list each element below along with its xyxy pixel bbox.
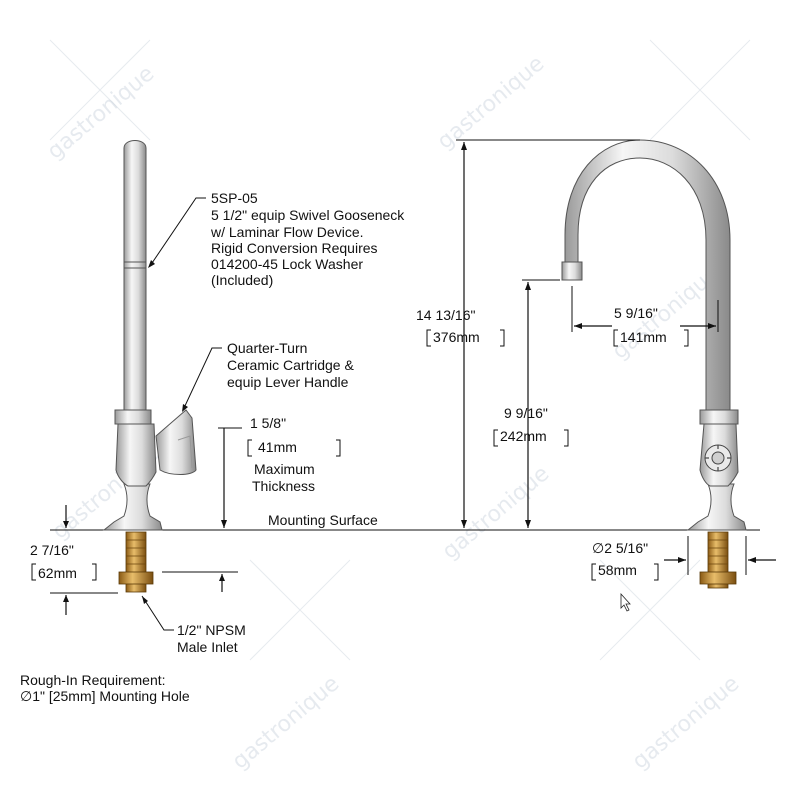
swivel-nut [699, 409, 739, 425]
rough-in-title: Rough-In Requirement: [20, 672, 166, 688]
watermark-text: gastronique [228, 671, 344, 774]
callout-gooseneck: 5SP-05 5 1/2" equip Swivel Gooseneck w/ … [148, 190, 405, 288]
callout-line: 5 1/2" equip Swivel Gooseneck [211, 207, 405, 223]
dim-shank: 2 7/16" 62mm [30, 505, 238, 615]
dim-value-mm: 242mm [500, 428, 547, 444]
dim-value-mm: 62mm [38, 565, 77, 581]
dim-value-in: 2 7/16" [30, 542, 74, 558]
faucet-side-view [102, 140, 197, 593]
dim-overall-height: 14 13/16" 376mm [416, 139, 640, 528]
rough-in-note: Rough-In Requirement: ∅1" [25mm] Mountin… [20, 672, 190, 704]
callout-line: 014200-45 Lock Washer [211, 256, 363, 272]
faucet-front-view [561, 139, 747, 589]
dim-value-in: 1 5/8" [250, 415, 286, 431]
lever-handle [155, 409, 197, 475]
laminar-outlet [561, 261, 583, 281]
callout-line: Quarter-Turn [227, 340, 307, 356]
dim-value-mm: 376mm [433, 329, 480, 345]
dim-base-diameter: ∅2 5/16" 58mm [591, 536, 776, 581]
dim-max-thickness: 1 5/8" 41mm Maximum Thickness [218, 415, 341, 528]
callout-inlet: 1/2" NPSM Male Inlet [141, 595, 246, 655]
dim-value-in: 5 9/16" [614, 305, 658, 321]
valve-body [115, 423, 157, 487]
base-flange [686, 483, 747, 531]
cartridge-handle-face [704, 444, 732, 472]
gooseneck-spout [564, 139, 731, 411]
callout-line: Ceramic Cartridge & [227, 357, 354, 373]
dim-value-in: 14 13/16" [416, 307, 475, 323]
dim-spout-reach: 5 9/16" 141mm [571, 286, 719, 347]
dim-value-in: ∅2 5/16" [592, 540, 648, 556]
dim-value-mm: 41mm [258, 439, 297, 455]
callout-line: (Included) [211, 272, 273, 288]
dim-value-mm: 141mm [620, 329, 667, 345]
callout-line: equip Lever Handle [227, 374, 349, 390]
swivel-nut [114, 409, 152, 425]
gooseneck-riser [123, 140, 147, 411]
lock-nut [699, 571, 737, 585]
mouse-cursor-icon [620, 592, 631, 612]
watermark-text: gastronique [628, 671, 744, 774]
lock-nut [118, 571, 154, 585]
base-flange [102, 483, 163, 531]
max-thickness-label-1: Maximum [254, 461, 315, 477]
mounting-surface-label: Mounting Surface [268, 512, 378, 528]
dim-value-in: 9 9/16" [504, 405, 548, 421]
callout-cartridge: Quarter-Turn Ceramic Cartridge & equip L… [182, 340, 354, 412]
rough-in-hole: ∅1" [25mm] Mounting Hole [20, 688, 190, 704]
max-thickness-label-2: Thickness [252, 478, 315, 494]
callout-line: Male Inlet [177, 639, 238, 655]
watermark-text: gastronique [433, 51, 549, 154]
watermark-text: gastronique [438, 461, 554, 564]
callout-line: w/ Laminar Flow Device. [210, 224, 364, 240]
callout-line: 1/2" NPSM [177, 622, 246, 638]
dim-spout-height: 9 9/16" 242mm [493, 279, 569, 528]
dim-value-mm: 58mm [598, 562, 637, 578]
callout-line: Rigid Conversion Requires [211, 240, 378, 256]
callout-line: 5SP-05 [211, 190, 258, 206]
